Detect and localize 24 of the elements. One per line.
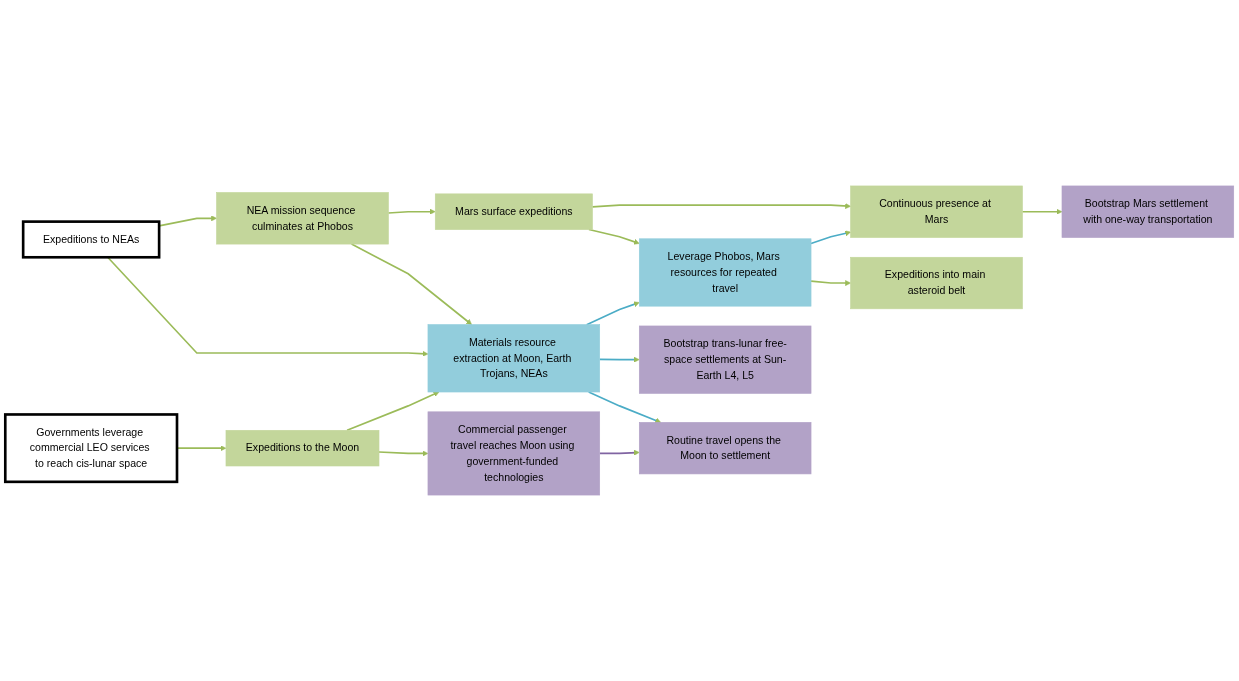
arrow	[598, 449, 640, 456]
node-box: NEA mission sequence culminates at Phobos	[216, 192, 389, 245]
arrow	[598, 356, 640, 363]
arrow	[1021, 208, 1063, 215]
arrow	[585, 301, 640, 326]
arrow	[378, 450, 429, 457]
node-box: Bootstrap trans-lunar free-space settlements at Sun-Earth L4, L5	[638, 325, 812, 394]
node-box: Continuous presence at Mars	[850, 185, 1023, 238]
arrow	[591, 203, 851, 209]
arrow	[346, 391, 440, 432]
node-box: Bootstrap Mars settlement with one-way transportation	[1061, 185, 1235, 238]
node-box: Expeditions into main asteroid belt	[850, 256, 1023, 310]
arrow	[810, 230, 851, 245]
node-box: Commercial passenger travel reaches Moon using government-funded technologies	[427, 411, 601, 496]
node-box: Mars surface expeditions	[434, 193, 593, 230]
node-box: Expeditions to NEAs	[21, 220, 161, 259]
arrow	[350, 243, 472, 325]
node-box: Routine travel opens the Moon to settlement	[638, 422, 812, 475]
node-box: Governments leverage commercial LEO services to reach cis-lunar space	[3, 413, 179, 484]
node-box: Leverage Phobos, Mars resources for repeated travel	[638, 238, 812, 307]
node-box: Expeditions to the Moon	[225, 430, 380, 467]
arrow	[810, 280, 851, 286]
arrow	[387, 208, 436, 215]
node-box: Materials resource extraction at Moon, Earth Trojans, NEAs	[427, 324, 601, 393]
